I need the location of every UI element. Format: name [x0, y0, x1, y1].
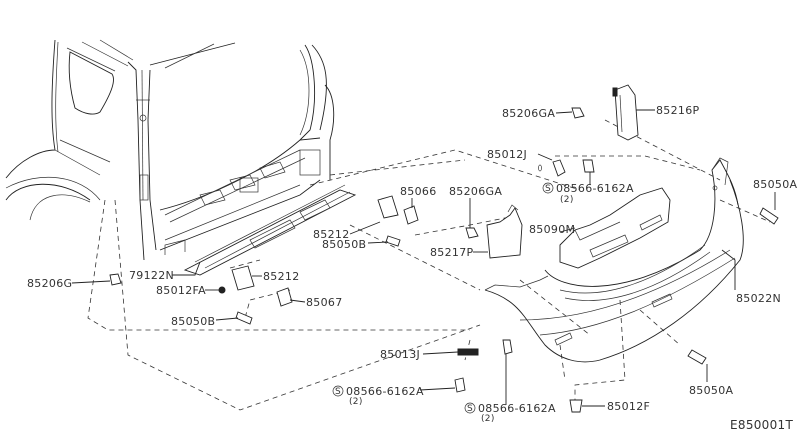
- diagram-code: E850001T: [730, 418, 793, 432]
- bumper-fascia-85022N: [484, 157, 744, 363]
- vehicle-body-illustration: [5, 39, 357, 276]
- callout-85012J[interactable]: 85012J: [487, 148, 527, 161]
- callout-85066[interactable]: 85066: [400, 185, 437, 198]
- bracket-85216P: [612, 84, 639, 141]
- callout-85022N[interactable]: 85022N: [736, 292, 781, 305]
- callout-85217P[interactable]: 85217P: [430, 246, 473, 259]
- callout-labels: 85206G 79122N 85012FA 85212 85067 85050B…: [27, 104, 797, 424]
- svg-text:S: S: [335, 387, 341, 397]
- callout-screw-left[interactable]: S 08566-6162A (2): [332, 385, 424, 407]
- bracket-85217P: [486, 204, 523, 259]
- callout-85050A-top[interactable]: 85050A: [753, 178, 797, 191]
- energy-absorber-85090M: [559, 187, 671, 269]
- svg-text:(2): (2): [560, 195, 574, 205]
- callout-85212-upper[interactable]: 85212: [313, 228, 350, 241]
- callout-85012F[interactable]: 85012F: [607, 400, 650, 413]
- callout-85216P[interactable]: 85216P: [656, 104, 699, 117]
- svg-text:08566-6162A: 08566-6162A: [478, 402, 556, 415]
- callout-79122N[interactable]: 79122N: [129, 269, 174, 282]
- fasteners: [109, 107, 779, 413]
- callout-85206GA-top[interactable]: 85206GA: [502, 107, 555, 120]
- svg-text:08566-6162A: 08566-6162A: [346, 385, 424, 398]
- svg-text:(2): (2): [481, 414, 495, 424]
- svg-text:S: S: [467, 404, 473, 414]
- callout-screw-top[interactable]: S 08566-6162A (2): [542, 182, 634, 205]
- leader-lines: [71, 109, 776, 407]
- svg-text:(2): (2): [349, 397, 363, 407]
- callout-85090M[interactable]: 85090M: [529, 223, 575, 236]
- callout-85050B-lower[interactable]: 85050B: [171, 315, 215, 328]
- callout-85212-lower[interactable]: 85212: [263, 270, 300, 283]
- callout-85012FA[interactable]: 85012FA: [156, 284, 206, 297]
- callout-85206GA-mid[interactable]: 85206GA: [449, 185, 502, 198]
- callout-85013J[interactable]: 85013J: [380, 348, 420, 361]
- svg-text:08566-6162A: 08566-6162A: [556, 182, 634, 195]
- callout-85067[interactable]: 85067: [306, 296, 343, 309]
- callout-screw-mid[interactable]: S 08566-6162A (2): [464, 402, 556, 424]
- callout-85050B-upper[interactable]: 85050B: [322, 238, 366, 251]
- svg-text:S: S: [545, 184, 551, 194]
- callout-85050A-bottom[interactable]: 85050A: [689, 384, 733, 397]
- assembly-boundary-lines: [87, 119, 771, 411]
- callout-85206G[interactable]: 85206G: [27, 277, 72, 290]
